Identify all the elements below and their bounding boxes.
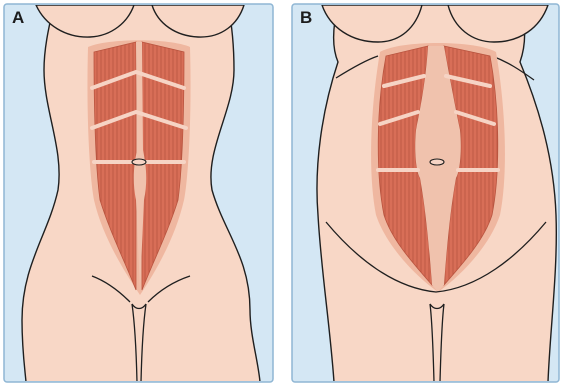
panel-b: B: [292, 4, 559, 382]
panel-a-label: A: [12, 8, 24, 27]
panel-b-label: B: [300, 8, 312, 27]
panel-a: A: [4, 4, 273, 382]
panel-b-navel: [430, 159, 444, 165]
panel-a-navel: [132, 159, 146, 165]
